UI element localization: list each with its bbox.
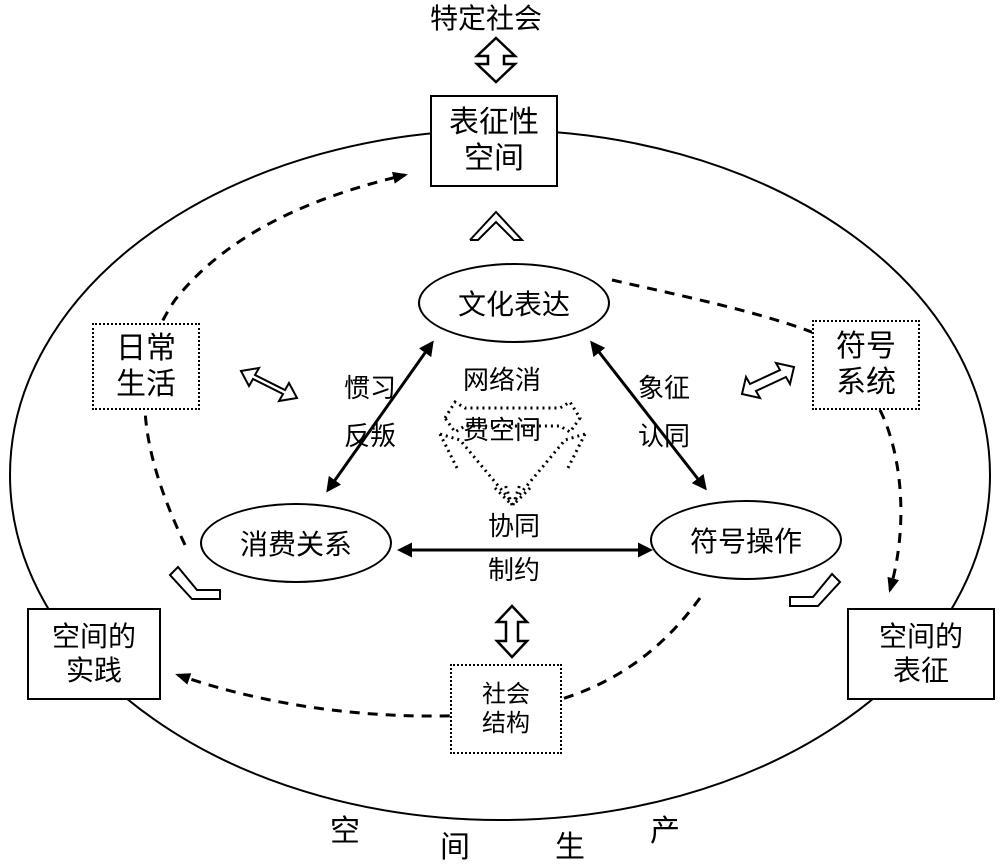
cultural-expression-ellipse: 文化表达 bbox=[418, 263, 610, 343]
bottom-label-char-3: 生 bbox=[555, 830, 585, 865]
chevron-bottom-left bbox=[168, 565, 221, 600]
everyday-life-line1: 日常 bbox=[116, 330, 176, 366]
rebellion-label: 反叛 bbox=[344, 422, 397, 452]
hollow-double-arrow-right bbox=[740, 361, 796, 400]
consumption-relations-label: 消费关系 bbox=[239, 528, 352, 561]
network-consumption-label-line1: 网络消 bbox=[463, 366, 542, 396]
network-consumption-label-line2: 费空间 bbox=[463, 416, 542, 446]
social-structure-line1: 社会 bbox=[482, 680, 530, 709]
coordination-label: 协同 bbox=[488, 512, 541, 542]
specific-society-label: 特定社会 bbox=[430, 2, 543, 35]
network-space-dotted-arrows bbox=[438, 399, 587, 507]
arrow-habit-rebellion bbox=[326, 340, 434, 493]
representational-space-line1: 表征性 bbox=[449, 105, 539, 140]
representation-of-space-line2: 表征 bbox=[892, 654, 949, 687]
symbol-system-line2: 系统 bbox=[836, 365, 896, 400]
cultural-expression-label: 文化表达 bbox=[457, 288, 570, 321]
consumption-relations-ellipse: 消费关系 bbox=[200, 503, 392, 583]
representational-space-line2: 空间 bbox=[464, 141, 524, 176]
hollow-double-arrow-bottom bbox=[494, 604, 530, 659]
up-chevron bbox=[469, 210, 525, 241]
everyday-life-line2: 生活 bbox=[116, 366, 176, 402]
symbol-operation-label: 符号操作 bbox=[689, 525, 802, 558]
everyday-life-box: 日常 生活 bbox=[92, 323, 200, 410]
arrow-symbolic-identity bbox=[590, 340, 707, 491]
dashed-arrow-everyday-to-representational bbox=[143, 171, 408, 546]
bottom-label-char-1: 空 bbox=[330, 814, 360, 849]
hollow-double-arrow-left bbox=[239, 366, 299, 403]
chevron-bottom-right bbox=[789, 572, 842, 607]
symbol-operation-ellipse: 符号操作 bbox=[650, 500, 842, 580]
social-structure-line2: 结构 bbox=[482, 709, 530, 737]
hollow-double-arrow-top bbox=[473, 36, 519, 84]
dashed-arrow-symbol-op-to-practice bbox=[175, 597, 702, 718]
bottom-label-char-2: 间 bbox=[440, 830, 470, 865]
representational-space-box: 表征性 空间 bbox=[430, 95, 558, 187]
constraint-label: 制约 bbox=[488, 556, 541, 586]
symbolic-label: 象征 bbox=[638, 374, 691, 404]
symbol-system-box: 符号 系统 bbox=[812, 320, 920, 410]
bottom-label-char-4: 产 bbox=[650, 814, 680, 849]
habit-label: 惯习 bbox=[344, 374, 397, 404]
identity-label: 认同 bbox=[638, 422, 691, 452]
spatial-practice-line2: 实践 bbox=[65, 654, 122, 687]
spatial-practice-box: 空间的 实践 bbox=[27, 608, 161, 700]
symbol-system-line1: 符号 bbox=[836, 329, 896, 364]
social-structure-box: 社会 结构 bbox=[450, 664, 562, 754]
representation-of-space-box: 空间的 表征 bbox=[847, 608, 995, 700]
representation-of-space-line1: 空间的 bbox=[878, 620, 963, 654]
dashed-arrow-symbol-to-representation bbox=[878, 409, 903, 593]
spatial-practice-line1: 空间的 bbox=[51, 620, 136, 654]
